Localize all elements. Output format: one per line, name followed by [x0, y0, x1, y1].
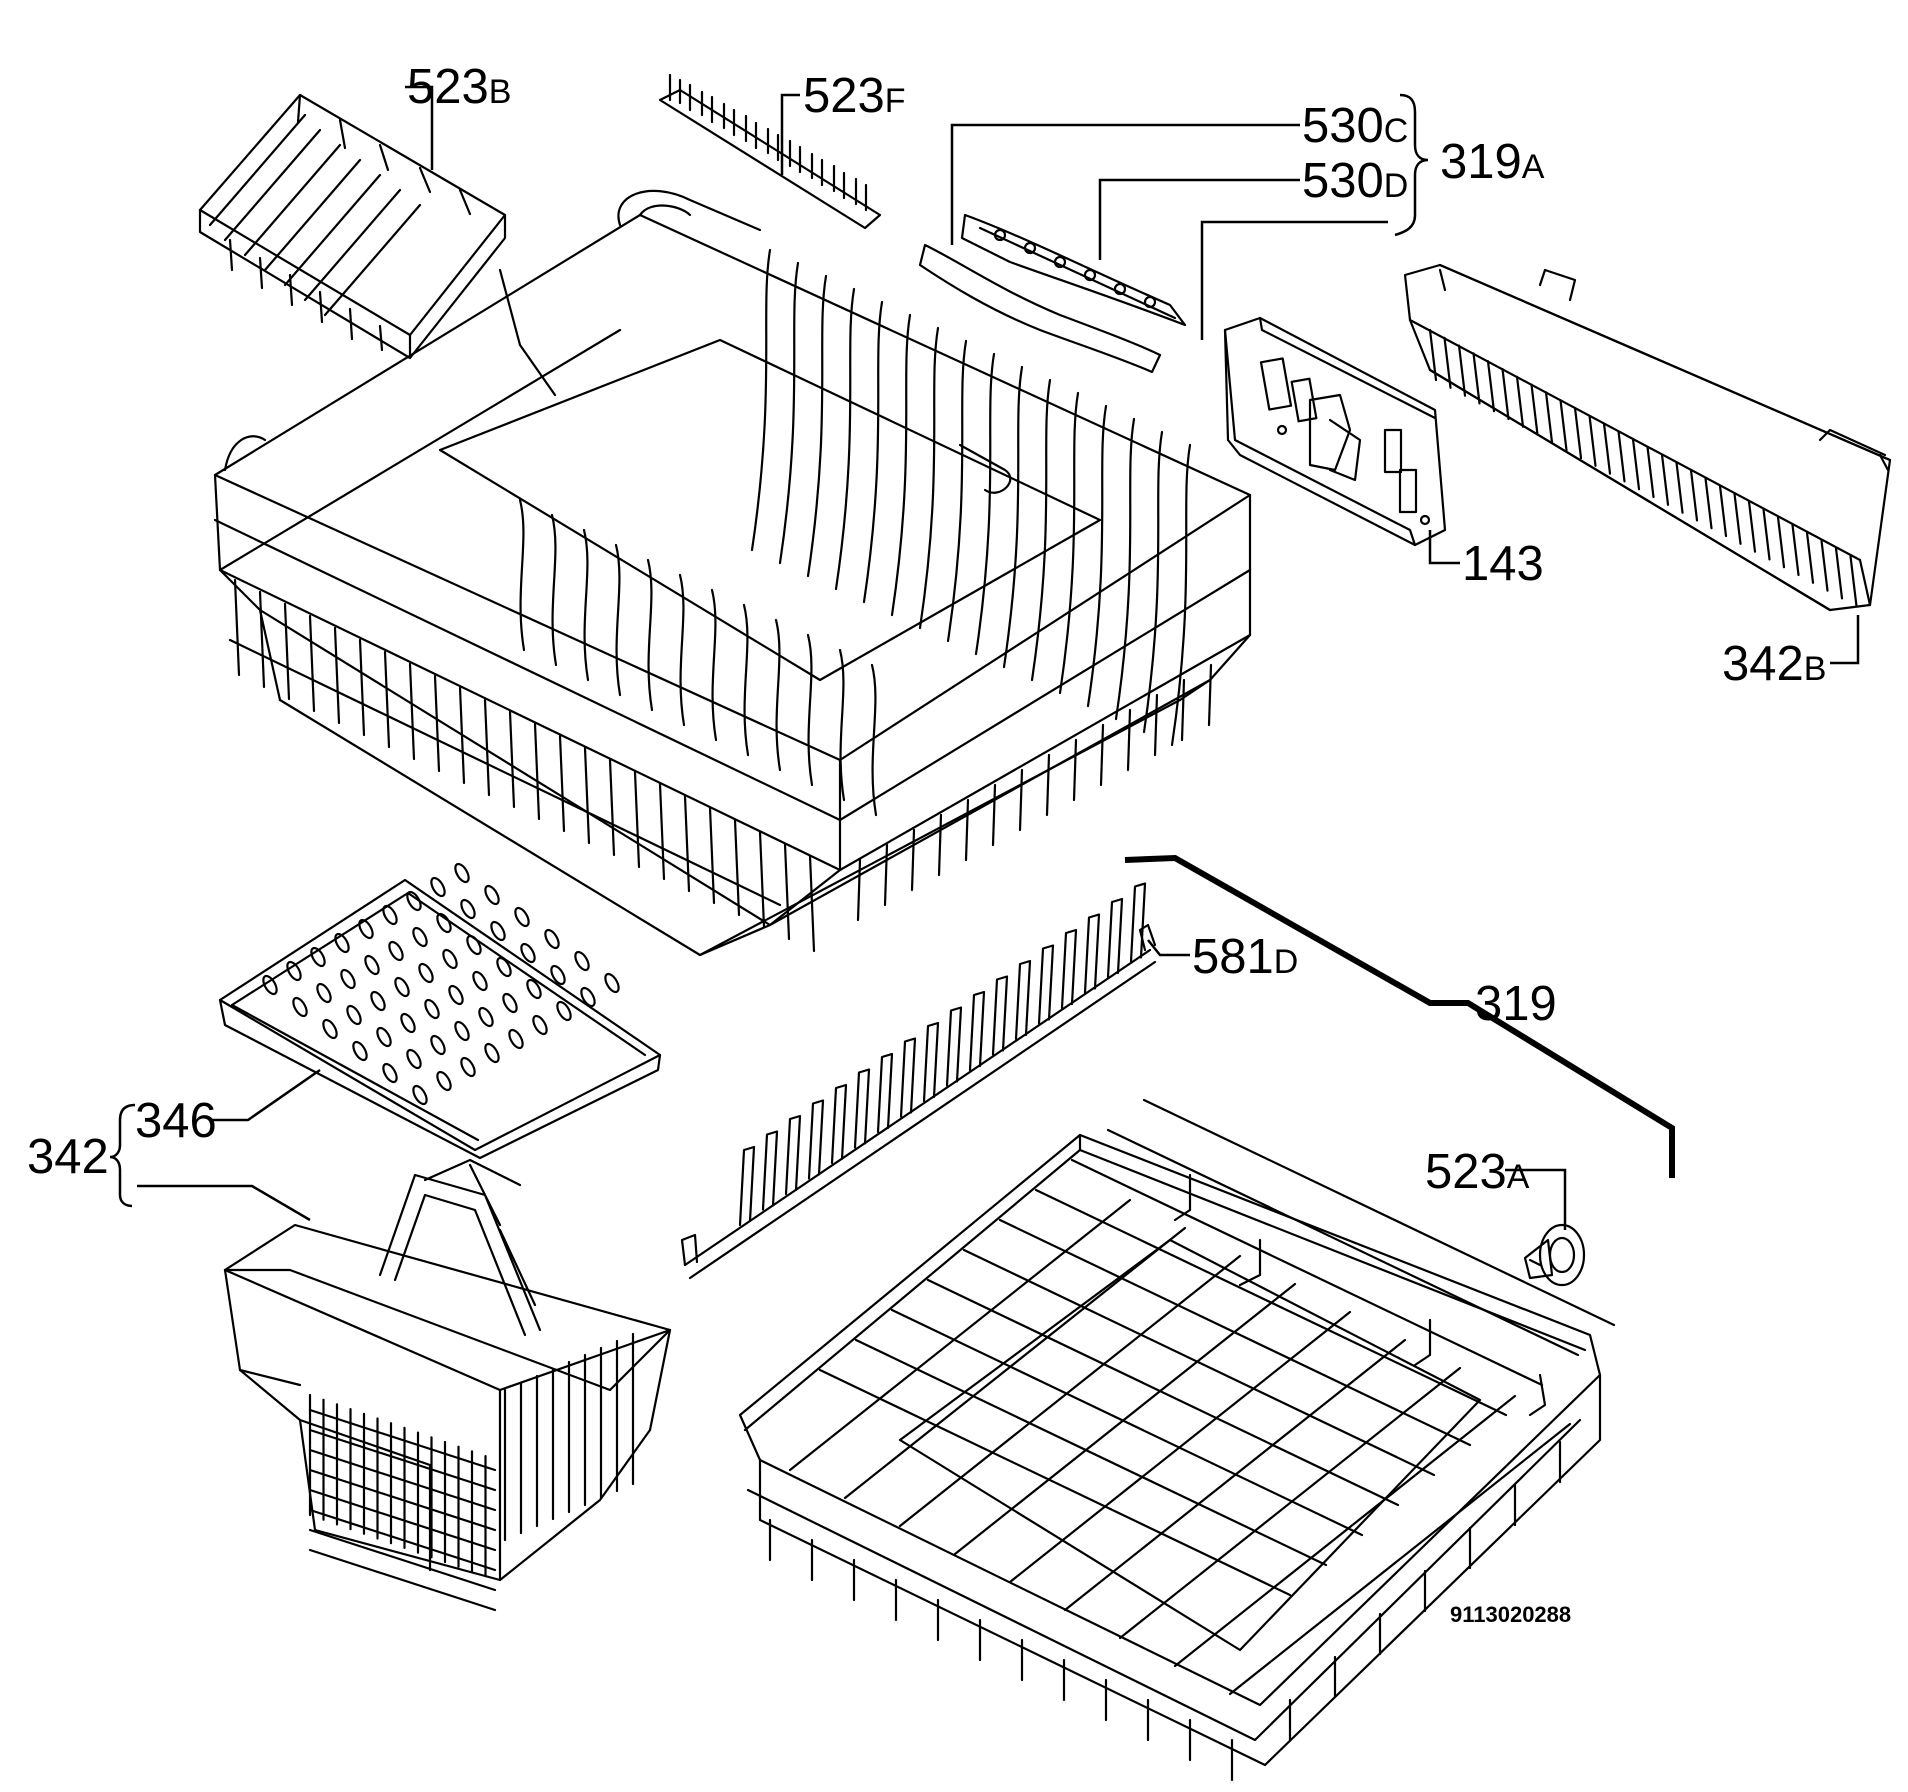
part-530c-rail-strip[interactable] — [918, 243, 1162, 374]
part-346-cutlery-cover[interactable] — [218, 862, 662, 1160]
label-346: 346 — [135, 1094, 217, 1148]
label-319: 319 — [1475, 977, 1557, 1031]
label-342: 342 — [27, 1130, 109, 1184]
part-523f-comb-insert[interactable] — [658, 73, 882, 230]
label-523f: 523F — [803, 69, 906, 123]
part-labels: 523B 523F 530C 530D 319A 143 342B 581D 3… — [27, 60, 1826, 1627]
label-143: 143 — [1462, 537, 1544, 591]
label-581d: 581D — [1192, 930, 1298, 984]
label-319a: 319A — [1440, 135, 1545, 189]
part-143-adjuster-bracket[interactable] — [1223, 316, 1447, 547]
part-342b-side-basket[interactable] — [1403, 263, 1892, 612]
part-upper-basket[interactable] — [213, 189, 1252, 957]
part-cutlery-basket[interactable] — [223, 1158, 672, 1612]
label-342b: 342B — [1722, 637, 1826, 691]
part-lower-basket[interactable] — [738, 1098, 1616, 1782]
label-523a: 523A — [1425, 1145, 1530, 1199]
part-523b-cup-rack-insert[interactable] — [198, 93, 507, 360]
label-530c: 530C — [1302, 99, 1408, 153]
part-523a-wheel[interactable] — [1523, 1223, 1586, 1287]
part-530d-rail-strip[interactable] — [960, 213, 1187, 327]
label-523b: 523B — [407, 60, 511, 114]
drawing-code: 9113020288 — [1450, 1602, 1571, 1627]
leader-lines — [109, 85, 1860, 1230]
label-530d: 530D — [1302, 154, 1408, 208]
part-581d-plate-support[interactable] — [680, 882, 1157, 1280]
